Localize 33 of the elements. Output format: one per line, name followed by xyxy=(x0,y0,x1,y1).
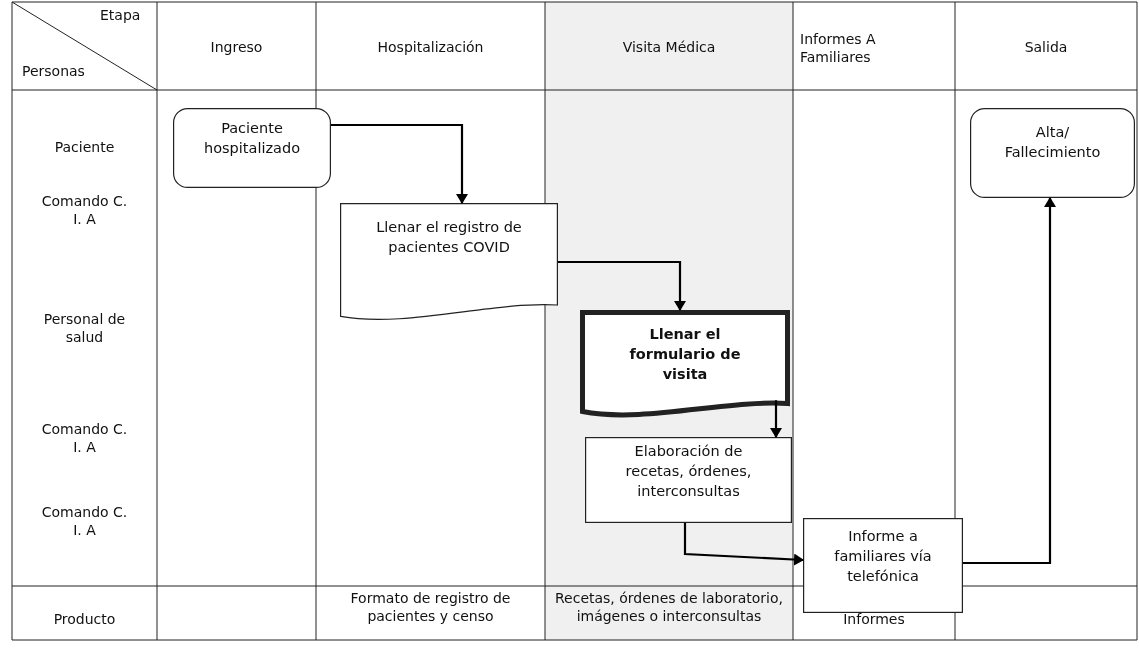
column-header: Ingreso xyxy=(209,38,264,56)
node-text: Llenar el formulario de visita xyxy=(628,325,742,384)
node-text: Paciente hospitalizado xyxy=(202,119,302,158)
arrow xyxy=(683,523,804,566)
document-shape xyxy=(340,203,558,323)
arrow xyxy=(331,123,468,204)
row-header: Personal de salud xyxy=(42,310,127,346)
column-header: Personas xyxy=(22,62,86,80)
row-header: Comando C. I. A xyxy=(40,503,129,539)
terminal-box xyxy=(970,108,1135,198)
document-shape xyxy=(580,310,790,420)
column-header: Informes A Familiares xyxy=(800,30,877,66)
node-text: Informe a familiares vía telefónica xyxy=(833,527,933,586)
row-header: Producto xyxy=(52,610,117,628)
process-box xyxy=(803,518,963,613)
arrow xyxy=(963,197,1056,565)
product-text: Formato de registro de pacientes y censo xyxy=(349,589,512,625)
column-header: Salida xyxy=(1023,38,1069,56)
row-header: Paciente xyxy=(53,138,116,156)
product-text: Informes xyxy=(842,610,906,628)
row-header: Comando C. I. A xyxy=(40,420,129,456)
column-header: Etapa xyxy=(100,6,142,24)
product-text: Recetas, órdenes de laboratorio, imágenes o interconsultas xyxy=(554,589,784,625)
terminal-box xyxy=(173,108,331,188)
column-header: Visita Médica xyxy=(621,38,717,56)
node-text: Elaboración de recetas, órdenes, interconsultas xyxy=(624,442,753,501)
row-header: Comando C. I. A xyxy=(40,192,129,228)
arrow xyxy=(558,260,686,311)
process-box xyxy=(585,437,792,523)
arrow xyxy=(770,400,782,438)
column-header: Hospitalización xyxy=(376,38,485,56)
node-text: Alta/ Fallecimiento xyxy=(1003,123,1102,162)
node-text: Llenar el registro de pacientes COVID xyxy=(375,218,523,257)
